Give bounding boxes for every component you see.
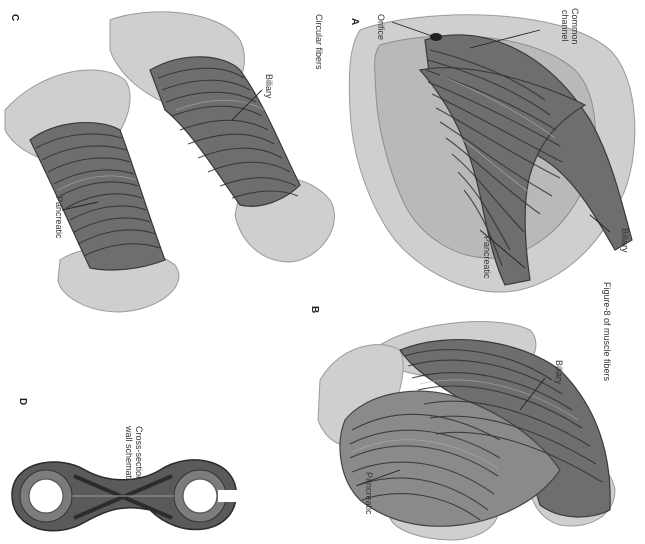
panel-c-label-pancreatic: Pancreatic bbox=[54, 196, 64, 239]
panel-d-right-ring-gap bbox=[218, 490, 240, 502]
panel-c-caption: Circular fibers bbox=[314, 14, 324, 70]
panel-b-label-biliary: Biliary bbox=[554, 360, 564, 385]
panel-a-label-pancreatic: Pancreatic bbox=[482, 236, 492, 279]
panel-d-caption-line2: wall schematic bbox=[124, 425, 134, 485]
panel-c-letter: C bbox=[9, 14, 20, 21]
panel-a-label-orifice: Orifice bbox=[376, 14, 386, 40]
panel-a-label-biliary: Biliary bbox=[620, 228, 630, 253]
panel-b: B Figure-8 of muscle fibers Biliary Panc… bbox=[309, 282, 615, 540]
panel-c: C Circular fibers Biliary Pancreatic bbox=[5, 12, 334, 312]
panel-a-label-common-line1: Common bbox=[570, 8, 580, 45]
panel-c-label-biliary: Biliary bbox=[264, 74, 274, 99]
panel-b-letter: B bbox=[309, 306, 320, 313]
panel-b-caption: Figure-8 of muscle fibers bbox=[602, 282, 612, 382]
panel-d-letter: D bbox=[17, 398, 28, 405]
panel-b-label-pancreatic: Pancreatic bbox=[364, 472, 374, 515]
panel-a: A Orifice Common channel Pancreatic Bili… bbox=[349, 8, 635, 292]
panel-d-right-ring-inner bbox=[183, 479, 217, 513]
panel-d: D Cross-sectional wall schematic bbox=[12, 398, 240, 531]
panel-d-left-ring-inner bbox=[29, 479, 63, 513]
panel-a-letter: A bbox=[349, 18, 360, 25]
panel-a-label-common-line2: channel bbox=[560, 10, 570, 42]
panel-a-orifice bbox=[430, 33, 442, 41]
